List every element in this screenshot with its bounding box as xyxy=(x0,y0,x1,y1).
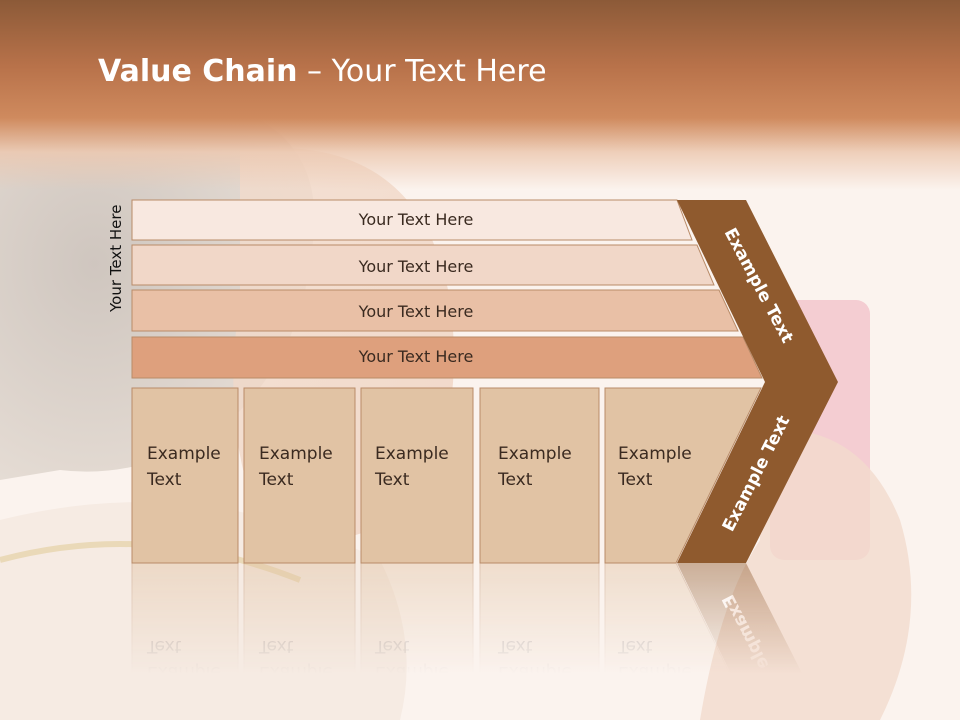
title-rest: – Your Text Here xyxy=(297,54,547,89)
support-bar-1 xyxy=(131,199,693,241)
activity-box-4 xyxy=(479,387,600,564)
diagram-reflection: Example Text Example Text Example Text E… xyxy=(131,562,826,720)
reflection-box-4-line2: Text xyxy=(497,636,533,656)
activity-box-1-line2: Text xyxy=(146,470,182,490)
activity-box-4-line2: Text xyxy=(497,470,533,490)
reflection-box-1-line1: Example xyxy=(147,662,221,682)
activity-box-4-line1: Example xyxy=(498,444,572,464)
support-bar-label-1: Your Text Here xyxy=(358,210,474,229)
reflection-box-3-line1: Example xyxy=(375,662,449,682)
activity-box-2-line1: Example xyxy=(259,444,333,464)
support-bar-label-4: Your Text Here xyxy=(358,347,474,366)
reflection-box-5-line1: Example xyxy=(618,662,692,682)
activity-box-5-line2: Text xyxy=(617,470,653,490)
reflection-box-3-line2: Text xyxy=(374,636,410,656)
reflection-box-2-line2: Text xyxy=(258,636,294,656)
reflection-box-2-line1: Example xyxy=(259,662,333,682)
activity-box-5-line1: Example xyxy=(618,444,692,464)
margin-chevron xyxy=(677,200,838,563)
activity-box-3 xyxy=(360,387,474,564)
support-bar-4 xyxy=(131,336,763,379)
support-bar-label-3: Your Text Here xyxy=(358,302,474,321)
activity-box-2-line2: Text xyxy=(258,470,294,490)
support-bar-label-2: Your Text Here xyxy=(358,257,474,276)
reflection-box-1-line2: Text xyxy=(146,636,182,656)
activity-box-3-line2: Text xyxy=(374,470,410,490)
activity-box-1 xyxy=(131,387,239,564)
activity-box-3-line1: Example xyxy=(375,444,449,464)
activity-box-1-line1: Example xyxy=(147,444,221,464)
header-band xyxy=(0,0,960,190)
slide-title: Value Chain – Your Text Here xyxy=(98,54,547,89)
reflection-box-5-line2: Text xyxy=(617,636,653,656)
title-bold: Value Chain xyxy=(98,54,298,89)
support-bar-3 xyxy=(131,289,739,332)
reflection-box-4-line1: Example xyxy=(498,662,572,682)
activity-box-2 xyxy=(243,387,356,564)
support-bar-2 xyxy=(131,244,715,286)
